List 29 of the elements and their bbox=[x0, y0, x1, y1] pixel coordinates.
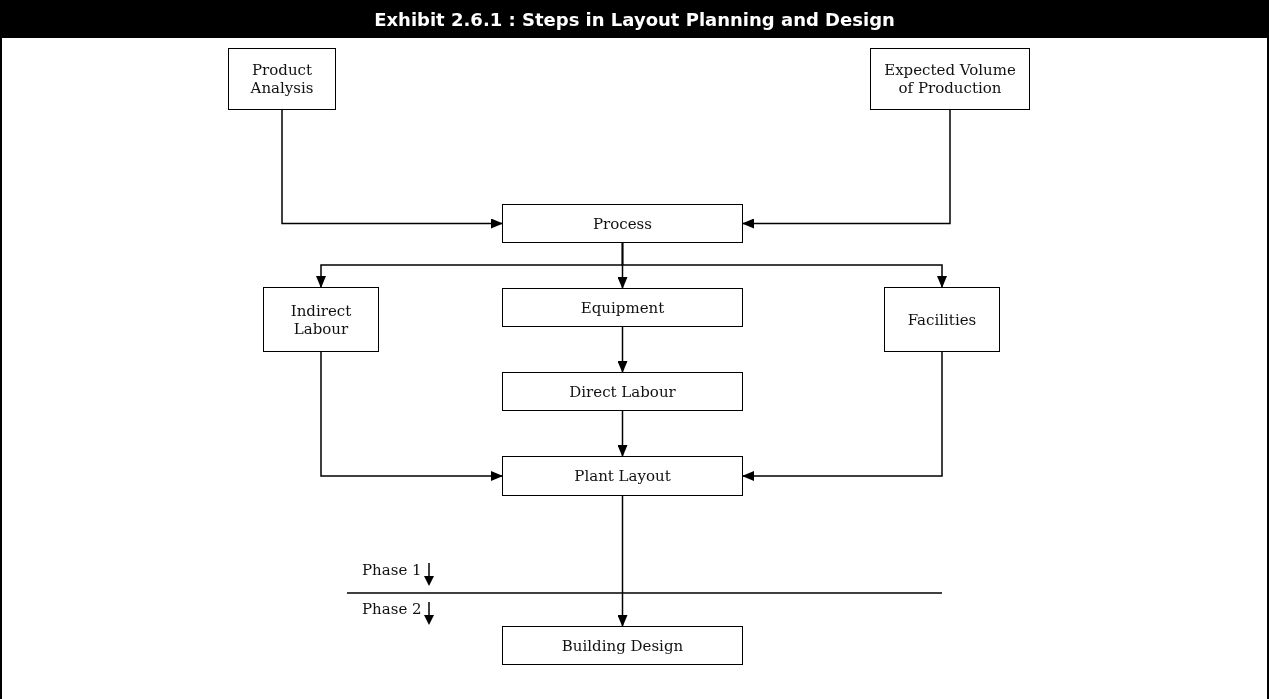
box-label: Process bbox=[593, 214, 652, 233]
box-label: Plant Layout bbox=[574, 467, 671, 485]
process-box bbox=[502, 626, 743, 665]
box-label: Expected Volume of Production bbox=[883, 61, 1017, 97]
process-box bbox=[228, 48, 336, 110]
process-box bbox=[502, 456, 743, 496]
arrow bbox=[617, 495, 628, 627]
box-label: Direct Labour bbox=[569, 382, 676, 401]
arrow bbox=[281, 109, 503, 229]
box-label: Indirect Labour bbox=[289, 301, 353, 338]
title-bar: Exhibit 2.6.1 : Steps in Layout Planning and Design bbox=[2, 0, 1267, 38]
arrow bbox=[617, 410, 628, 457]
arrow bbox=[621, 242, 947, 288]
process-box bbox=[502, 204, 743, 243]
arrow bbox=[617, 326, 628, 373]
arrow bbox=[742, 351, 943, 481]
box-label: Building Design bbox=[561, 636, 684, 655]
box-label: Equipment bbox=[580, 298, 665, 317]
phase-label: Phase 2 bbox=[362, 600, 422, 618]
box-label: Facilities bbox=[907, 310, 977, 329]
phase-label: Phase 1 bbox=[362, 561, 422, 579]
box-label: Product Analysis bbox=[249, 61, 315, 97]
process-box bbox=[263, 287, 379, 352]
process-box bbox=[502, 372, 743, 411]
process-box bbox=[870, 48, 1030, 110]
process-box bbox=[884, 287, 1000, 352]
arrow bbox=[320, 351, 503, 481]
process-box bbox=[502, 288, 743, 327]
arrow bbox=[742, 109, 951, 229]
